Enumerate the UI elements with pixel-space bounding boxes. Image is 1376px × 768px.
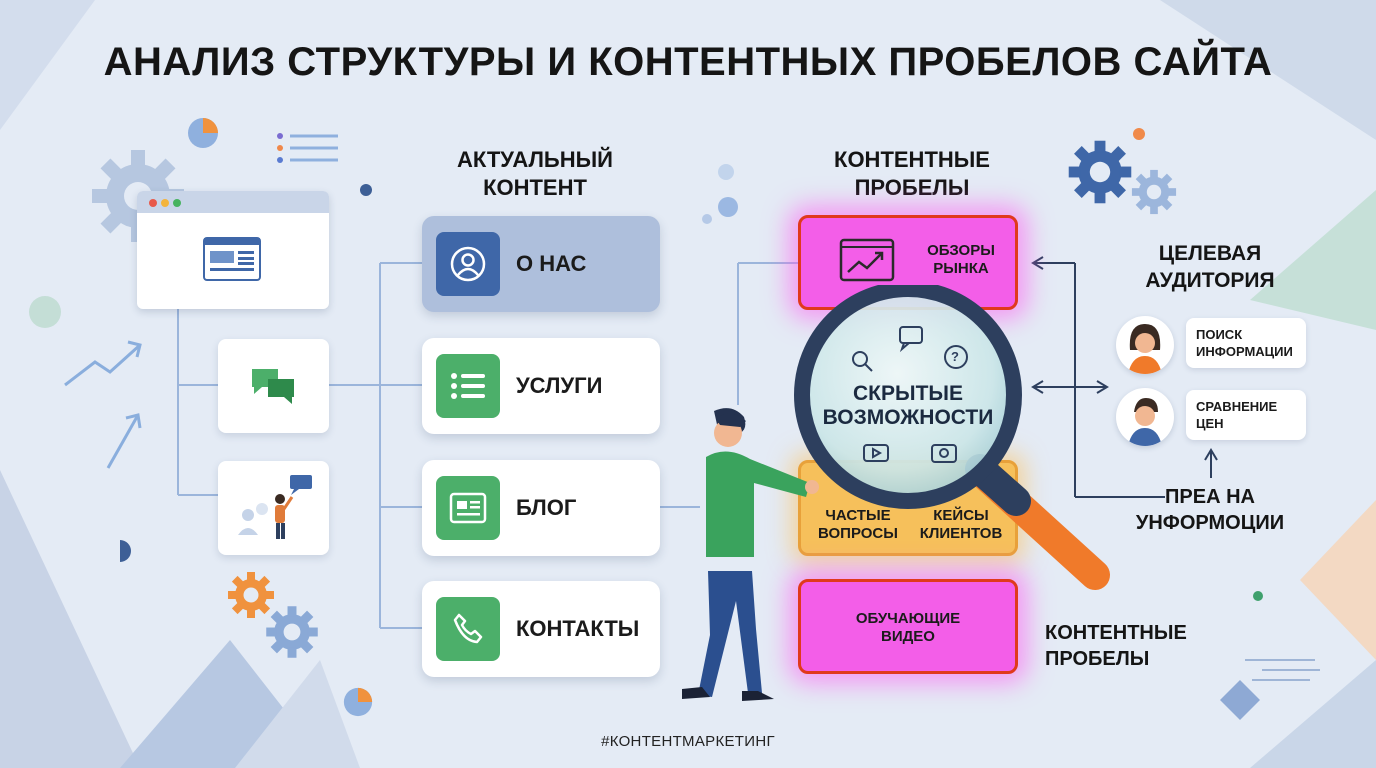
gap-label-line2: ВИДЕО (881, 628, 935, 645)
audience-heading-line2: АУДИТОРИЯ (1145, 269, 1275, 292)
gap-label-line2: ВОПРОСЫ (818, 525, 898, 542)
audience-heading-line1: ЦЕЛЕВАЯ (1158, 242, 1262, 265)
article-icon (436, 476, 500, 540)
current-content-heading: АКТУАЛЬНЫЙ КОНТЕНТ (430, 146, 640, 202)
side-label-line2: ПРОБЕЛЫ (1045, 648, 1150, 670)
gear-icon (228, 572, 274, 618)
current-content-heading-line2: КОНТЕНТ (483, 175, 587, 200)
person-figure (682, 408, 819, 701)
persona-line1: ПОИСК (1196, 327, 1243, 342)
website-window (137, 191, 329, 309)
gap-card-faq[interactable]: ЧАСТЫЕ ВОПРОСЫ (813, 507, 903, 543)
audience-heading: ЦЕЛЕВАЯ АУДИТОРИЯ (1125, 240, 1295, 294)
magnifier-line2: ВОЗМОЖНОСТИ (822, 406, 994, 429)
menu-card-services[interactable]: УСЛУГИ (422, 338, 660, 434)
minimize-dot-icon (161, 199, 169, 207)
hashtag: #КОНТЕНТМАРКЕТИНГ (601, 733, 775, 750)
maximize-dot-icon (173, 199, 181, 207)
content-gaps-side-label: КОНТЕНТНЫЕ ПРОБЕЛЫ (1045, 620, 1205, 672)
content-gaps-heading-line1: КОНТЕНТНЫЕ (834, 147, 990, 172)
persona-bubble-search: ПОИСК ИНФОРМАЦИИ (1186, 318, 1306, 368)
woman-avatar (1116, 316, 1174, 374)
presenter-icon (238, 475, 312, 539)
current-content-heading-line1: АКТУАЛЬНЫЙ (457, 147, 613, 172)
menu-card-contacts[interactable]: КОНТАКТЫ (422, 581, 660, 677)
gap-label-line1: ЧАСТЫЕ (825, 507, 891, 524)
pie-chart-icon (343, 687, 373, 717)
webpage-layout-icon (203, 237, 261, 281)
audience-note-line2: УНФОРМОЦИИ (1135, 512, 1285, 534)
chat-bubbles-icon (252, 369, 294, 404)
chart-icon (839, 238, 895, 282)
gap-label-line2: РЫНКА (933, 260, 989, 277)
menu-card-label: УСЛУГИ (516, 373, 603, 398)
menu-card-blog[interactable]: БЛОГ (422, 460, 660, 556)
persona-bubble-compare: СРАВНЕНИЕ ЦЕН (1186, 390, 1306, 440)
magnifier-icon: ? (794, 285, 1110, 590)
magnifier-line1: СКРЫТЫЕ (853, 382, 963, 405)
content-gaps-heading-line2: ПРОБЕЛЫ (854, 175, 970, 200)
gap-card-label: ОБУЧАЮЩИЕ ВИДЕО (801, 610, 1015, 646)
menu-card-label: БЛОГ (516, 495, 577, 520)
chat-card (218, 339, 329, 433)
gap-card-cases[interactable]: КЕЙСЫ КЛИЕНТОВ (911, 507, 1011, 543)
close-dot-icon (149, 199, 157, 207)
gap-label-line1: КЕЙСЫ (933, 507, 989, 524)
gear-icon (1068, 140, 1132, 204)
persona-line2: ИНФОРМАЦИИ (1196, 344, 1293, 359)
content-gaps-heading: КОНТЕНТНЫЕ ПРОБЕЛЫ (802, 146, 1022, 202)
audience-note-line1: ПРЕА НА (1165, 486, 1255, 508)
menu-card-about[interactable]: О НАС (422, 216, 660, 312)
presenter-card (218, 461, 329, 555)
hidden-opportunities-label: СКРЫТЫЕ ВОЗМОЖНОСТИ (790, 382, 1026, 430)
gap-label-line1: ОБЗОРЫ (927, 242, 995, 259)
gap-card-market-reviews[interactable]: ОБЗОРЫ РЫНКА (798, 215, 1018, 310)
list-icon (436, 354, 500, 418)
phone-icon (436, 597, 500, 661)
pie-chart-icon (188, 118, 218, 148)
gear-icon (266, 606, 318, 658)
page-title: АНАЛИЗ СТРУКТУРЫ И КОНТЕНТНЫХ ПРОБЕЛОВ С… (103, 40, 1273, 84)
audience-note: ПРЕА НА УНФОРМОЦИИ (1130, 484, 1290, 536)
user-icon (436, 232, 500, 296)
menu-card-label: КОНТАКТЫ (516, 616, 640, 641)
svg-text:?: ? (951, 349, 959, 364)
menu-card-label: О НАС (516, 251, 587, 276)
gap-label-line2: КЛИЕНТОВ (919, 525, 1003, 542)
gap-card-label: ОБЗОРЫ РЫНКА (911, 242, 1011, 278)
gap-label-line1: ОБУЧАЮЩИЕ (855, 610, 961, 627)
persona-line1: СРАВНЕНИЕ (1196, 399, 1278, 414)
gap-card-training-videos[interactable]: ОБУЧАЮЩИЕ ВИДЕО (798, 579, 1018, 674)
persona-line2: ЦЕН (1196, 416, 1224, 431)
side-label-line1: КОНТЕНТНЫЕ (1045, 622, 1187, 644)
man-avatar (1116, 388, 1174, 446)
window-titlebar (137, 191, 329, 213)
gear-icon (1131, 169, 1177, 215)
